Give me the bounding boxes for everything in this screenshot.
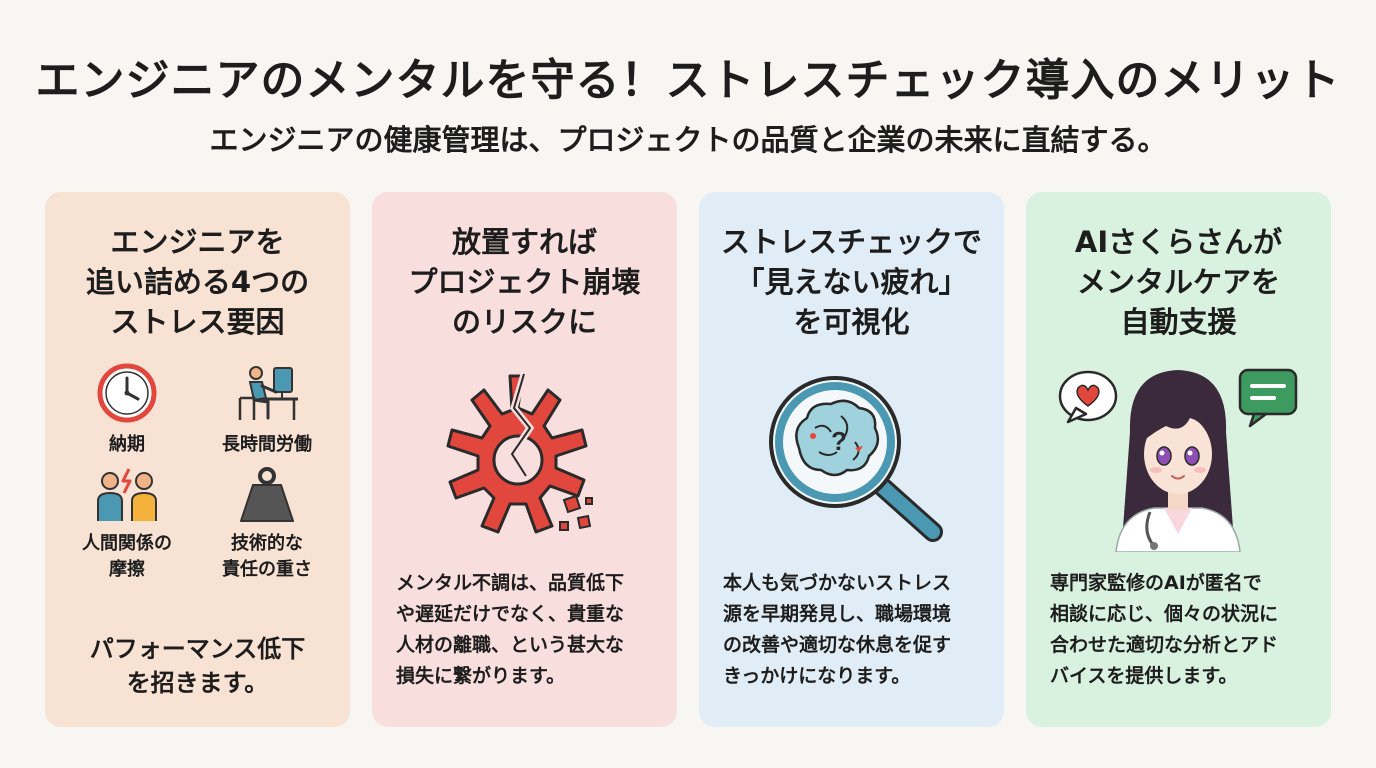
weight-icon [240, 467, 294, 522]
factor-deadline: 納期 [57, 362, 197, 458]
svg-text:?: ? [831, 426, 847, 456]
factor-long-hours: 長時間労働 [197, 362, 337, 458]
card-body: メンタル不調は、品質低下 や遅延だけでなく、貴重な 人材の離職、という甚大な 損… [396, 572, 625, 687]
heart-bubble-icon [1058, 370, 1118, 424]
card-title: AIさくらさんが メンタルケアを 自動支援 [1074, 225, 1283, 339]
magnifier-brain-icon: ? [769, 376, 943, 542]
card-ai-support: AIさくらさんが メンタルケアを 自動支援 [1026, 192, 1331, 727]
card-body: 専門家監修のAIが匿名で 相談に応じ、個々の状況に 合わせた適切な分析とアド バ… [1050, 572, 1279, 687]
page-subtitle: エンジニアの健康管理は、プロジェクトの品質と企業の未来に直結する。 [209, 123, 1167, 157]
page-title: エンジニアのメンタルを守る！ストレスチェック導入のメリット [35, 55, 1341, 106]
factor-relationships: 人間関係の 摩擦 [57, 467, 197, 583]
card-title: エンジニアを 追い詰める4つの ストレス要因 [85, 225, 310, 339]
factor-responsibility: 技術的な 責任の重さ [197, 467, 337, 583]
card-visualize: ストレスチェックで 「見えない疲れ」 を可視化 ? 本人も気づかないストレス 源… [699, 192, 1004, 727]
card-title: 放置すれば プロジェクト崩壊 のリスクに [408, 225, 641, 339]
card-footer: パフォーマンス低下 を招きます。 [89, 635, 306, 697]
card-title: ストレスチェックで 「見えない疲れ」 を可視化 [720, 225, 982, 339]
people-conflict-icon [97, 468, 157, 521]
broken-gear-icon [446, 373, 593, 534]
card-risk: 放置すれば プロジェクト崩壊 のリスクに メンタル不調は、品質低下 や遅延だけで… [372, 192, 677, 727]
chat-bubble-icon [1238, 368, 1298, 428]
ai-doctor-avatar [1058, 368, 1298, 552]
card-stress-factors: エンジニアを 追い詰める4つの ストレス要因 納期 長時間労働 [45, 192, 350, 727]
clock-icon [97, 363, 157, 423]
desk-worker-icon [238, 366, 298, 420]
card-body: 本人も気づかないストレス 源を早期発見し、職場環境 の改善や適切な休息を促す き… [723, 572, 952, 687]
